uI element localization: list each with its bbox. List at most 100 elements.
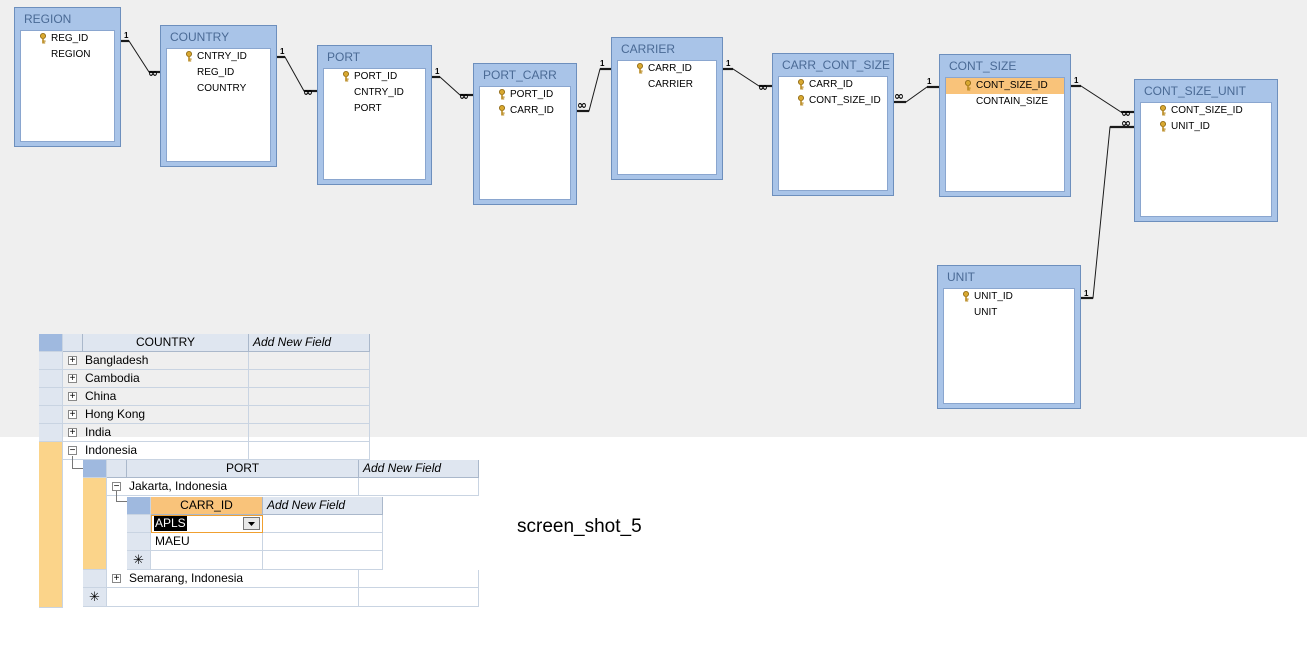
row-selector-active[interactable] — [39, 442, 63, 608]
country-extra-cell[interactable] — [249, 370, 370, 388]
field-row[interactable]: CONT_SIZE_ID — [1141, 103, 1271, 119]
row-selector[interactable] — [39, 352, 63, 370]
field-row[interactable]: REGION — [21, 47, 114, 63]
one-side-label: 1 — [1084, 289, 1089, 298]
primary-key-icon — [39, 33, 47, 44]
field-row[interactable]: CARR_ID — [779, 77, 887, 93]
carr-new-extra-cell[interactable] — [263, 551, 383, 570]
field-row[interactable]: CARR_ID — [480, 103, 570, 119]
country-cell[interactable]: Cambodia — [83, 370, 249, 388]
field-name: CONT_SIZE_ID — [976, 80, 1048, 91]
port-cell[interactable]: Semarang, Indonesia — [127, 570, 359, 588]
country-cell[interactable]: India — [83, 424, 249, 442]
carr-new-cell[interactable] — [151, 551, 263, 570]
expand-icon[interactable]: + — [68, 391, 77, 402]
row-selector[interactable] — [39, 370, 63, 388]
port-extra-cell[interactable] — [359, 478, 479, 496]
expand-icon[interactable]: + — [68, 409, 77, 420]
expand-icon[interactable]: + — [112, 573, 121, 584]
row-expander-cell: + — [63, 352, 83, 370]
row-selector[interactable] — [39, 424, 63, 442]
field-row[interactable]: REG_ID — [21, 31, 114, 47]
many-side-label: ∞ — [459, 89, 469, 103]
one-side-label: 1 — [124, 31, 129, 40]
carr-new-record-selector[interactable]: ✳ — [127, 551, 151, 570]
country-extra-cell[interactable] — [249, 406, 370, 424]
carr-select-all[interactable] — [127, 497, 151, 515]
carr-row-selector[interactable] — [127, 533, 151, 551]
country-extra-cell[interactable] — [249, 388, 370, 406]
country-cell[interactable]: Hong Kong — [83, 406, 249, 424]
port-new-record-selector[interactable]: ✳ — [83, 588, 107, 607]
carr-combo-cell[interactable]: APLS — [151, 515, 263, 533]
carr-extra-cell[interactable] — [263, 515, 383, 533]
select-all-corner[interactable] — [39, 334, 63, 352]
field-row[interactable]: PORT_ID — [324, 69, 425, 85]
carr-add-new-field-header[interactable]: Add New Field — [263, 497, 383, 515]
carr-column-header[interactable]: CARR_ID — [151, 497, 263, 515]
country-cell[interactable]: Bangladesh — [83, 352, 249, 370]
carr-extra-cell[interactable] — [263, 533, 383, 551]
expand-column-header — [63, 334, 83, 352]
field-row[interactable]: UNIT_ID — [1141, 119, 1271, 135]
field-row[interactable]: COUNTRY — [167, 81, 270, 97]
field-row[interactable]: CNTRY_ID — [324, 85, 425, 101]
field-row[interactable]: CARR_ID — [618, 61, 716, 77]
field-row[interactable]: PORT_ID — [480, 87, 570, 103]
field-row[interactable]: CONT_SIZE_ID — [946, 78, 1064, 94]
one-side-label: 1 — [600, 59, 605, 68]
country-cell[interactable]: China — [83, 388, 249, 406]
collapse-icon[interactable]: − — [112, 481, 121, 492]
expand-icon[interactable]: + — [68, 373, 77, 384]
port-select-all[interactable] — [83, 460, 107, 478]
expand-icon[interactable]: + — [68, 355, 77, 366]
primary-key-icon — [185, 51, 193, 62]
relationship-line[interactable] — [1081, 126, 1134, 299]
port-row-selector[interactable] — [83, 570, 107, 588]
port-row-selector-active[interactable] — [83, 478, 107, 570]
collapse-icon[interactable]: − — [68, 445, 77, 456]
country-column-header[interactable]: COUNTRY — [83, 334, 249, 352]
field-row[interactable]: UNIT — [944, 305, 1074, 321]
primary-key-icon — [1159, 105, 1167, 116]
carr-cell[interactable]: MAEU — [151, 533, 263, 551]
field-row[interactable]: CNTRY_ID — [167, 49, 270, 65]
port-extra-cell[interactable] — [359, 570, 479, 588]
field-row[interactable]: CONT_SIZE_ID — [779, 93, 887, 109]
many-side-label: ∞ — [1121, 106, 1131, 120]
row-selector[interactable] — [39, 388, 63, 406]
country-extra-cell[interactable] — [249, 424, 370, 442]
field-row[interactable]: CONTAIN_SIZE — [946, 94, 1064, 110]
carr-row-selector[interactable] — [127, 515, 151, 533]
country-cell[interactable]: Indonesia — [83, 442, 249, 460]
port-add-new-field-header[interactable]: Add New Field — [359, 460, 479, 478]
port-column-header[interactable]: PORT — [127, 460, 359, 478]
field-row[interactable]: CARRIER — [618, 77, 716, 93]
carr-selected-value[interactable]: APLS — [154, 516, 187, 531]
country-extra-cell[interactable] — [249, 442, 370, 460]
port-new-extra-cell[interactable] — [359, 588, 479, 607]
row-selector[interactable] — [39, 406, 63, 424]
port-cell[interactable]: Jakarta, Indonesia — [127, 478, 359, 496]
dropdown-arrow-icon[interactable] — [243, 517, 260, 530]
add-new-field-header[interactable]: Add New Field — [249, 334, 370, 352]
field-row[interactable]: UNIT_ID — [944, 289, 1074, 305]
field-row[interactable]: REG_ID — [167, 65, 270, 81]
field-row[interactable]: PORT — [324, 101, 425, 117]
country-extra-cell[interactable] — [249, 352, 370, 370]
primary-key-icon — [797, 95, 805, 106]
primary-key-icon — [964, 80, 972, 91]
port-new-cell[interactable] — [127, 588, 359, 607]
expand-icon[interactable]: + — [68, 427, 77, 438]
